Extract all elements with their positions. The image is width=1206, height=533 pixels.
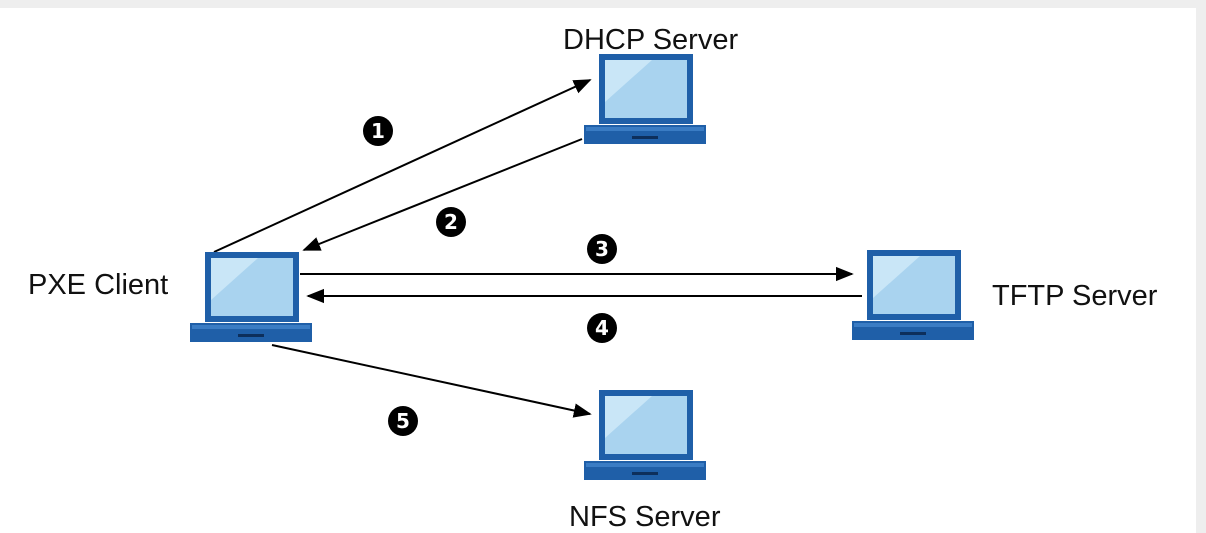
step-1-badge: 1 — [363, 116, 393, 146]
pxe-client-laptop-icon — [190, 252, 312, 342]
step-4-badge: 4 — [587, 313, 617, 343]
tftp-server-label: TFTP Server — [992, 280, 1158, 312]
arrow-step-5 — [271, 344, 592, 418]
diagram-canvas: PXE Client DHCP Server TFTP Server NFS S… — [0, 8, 1196, 533]
step-5-badge: 5 — [388, 406, 418, 436]
nfs-server-label: NFS Server — [569, 501, 721, 533]
tftp-server-laptop-icon — [852, 250, 974, 340]
dhcp-server-label: DHCP Server — [563, 24, 739, 56]
pxe-client-label: PXE Client — [28, 269, 169, 301]
step-2-badge: 2 — [436, 207, 466, 237]
arrow-step-2 — [302, 138, 583, 251]
step-3-badge: 3 — [587, 234, 617, 264]
connections-layer — [213, 79, 862, 418]
nfs-server-laptop-icon — [584, 390, 706, 480]
dhcp-server-laptop-icon — [584, 54, 706, 144]
arrow-step-1 — [213, 79, 592, 253]
